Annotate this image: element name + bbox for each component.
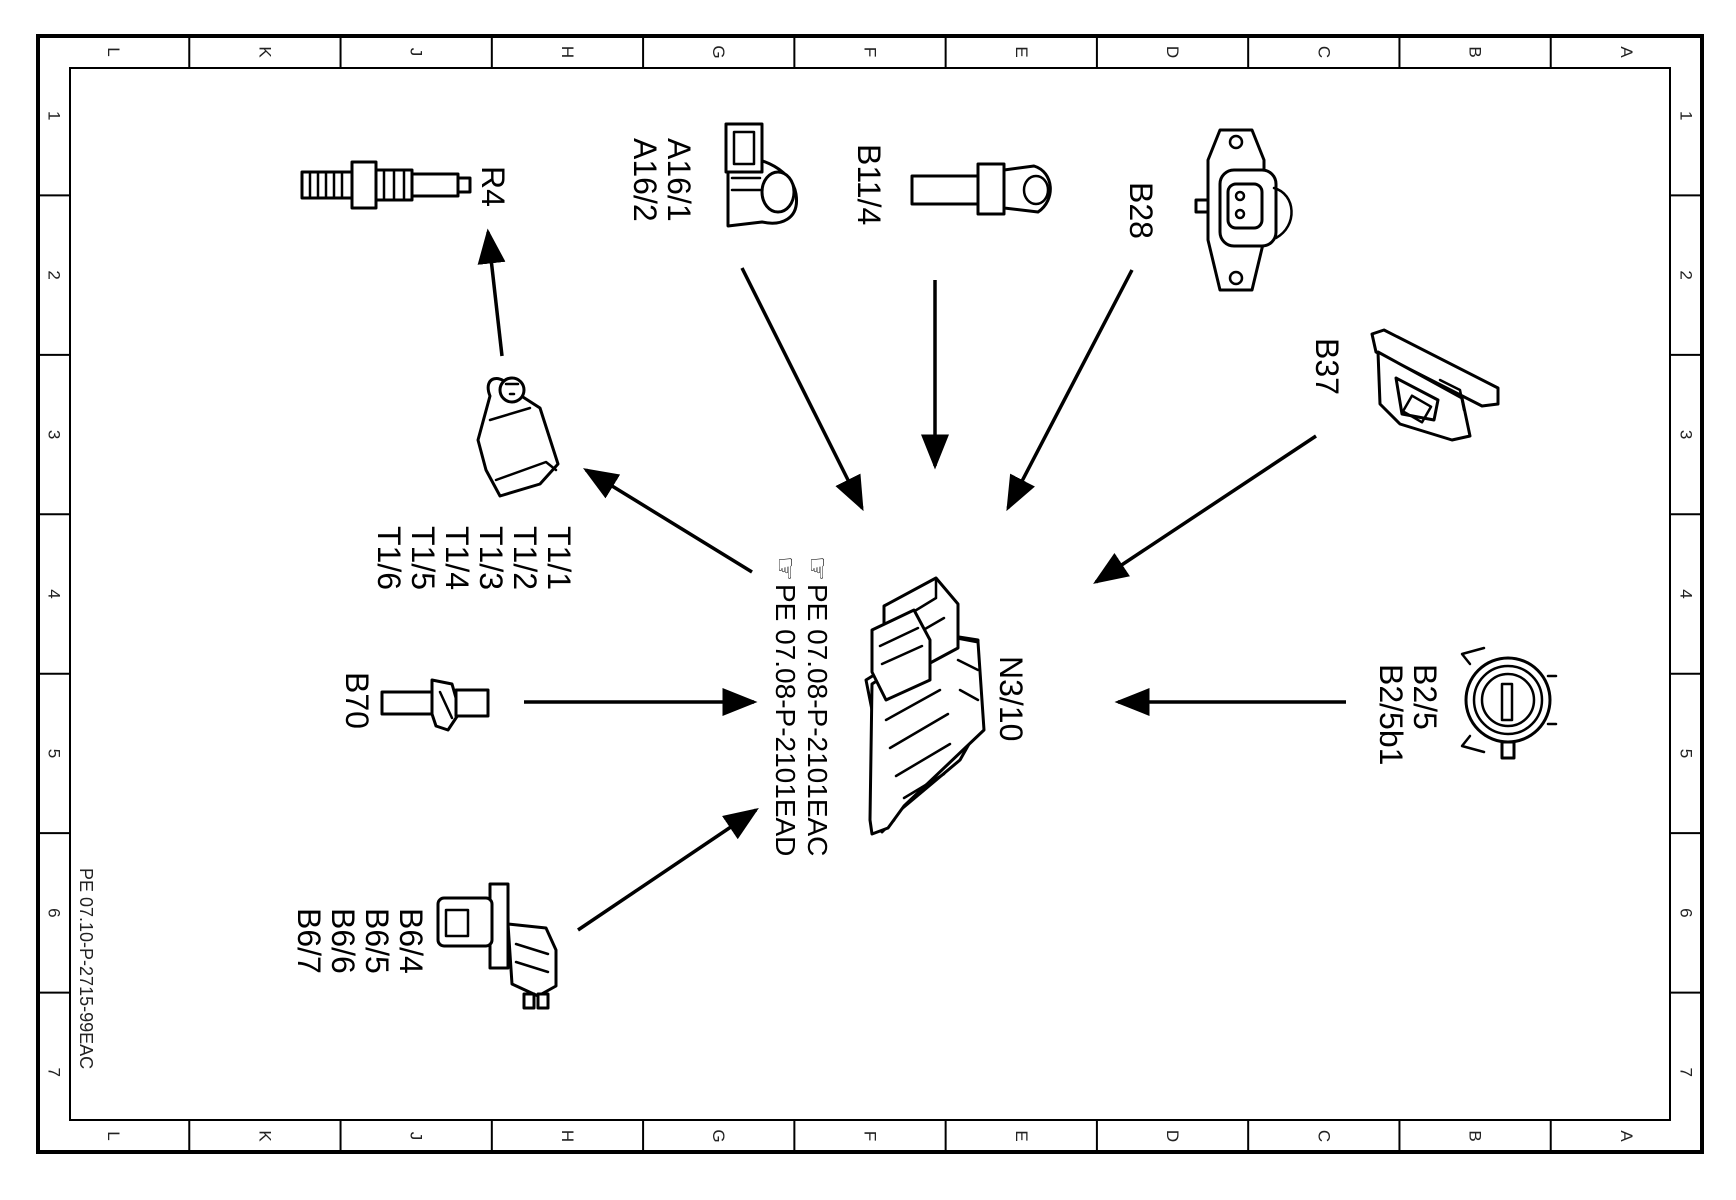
signal-arrows — [477, 228, 1346, 932]
grid-zone-label: 2 — [45, 270, 64, 279]
grid-zone-label: 7 — [45, 1068, 64, 1077]
pointing-hand-icon: ☞ — [770, 556, 801, 581]
temperature-sensor-icon — [910, 162, 1052, 216]
crankshaft-position-sensor-icon — [380, 678, 490, 732]
component-label: A16/2 — [627, 138, 663, 222]
grid-zone-label: 1 — [1677, 111, 1696, 120]
component-b2: B2/5 B2/5b1 — [1373, 646, 1558, 765]
component-label: B2/5 — [1407, 664, 1443, 730]
grid-zone-label: 3 — [1677, 430, 1696, 439]
component-b6: B6/4 B6/5 B6/6 B6/7 — [291, 882, 558, 1010]
component-label: B37 — [1309, 338, 1345, 395]
grid-zone-label: 3 — [45, 430, 64, 439]
grid-zone-label: 5 — [45, 749, 64, 758]
grid-zone-label: B — [1466, 46, 1485, 57]
component-label: B6/6 — [325, 908, 361, 974]
control-unit-label: N3/10 — [993, 656, 1029, 741]
camshaft-hall-sensor-icon — [436, 882, 558, 1010]
component-label: B28 — [1123, 182, 1159, 239]
grid-zone-label: L — [104, 47, 123, 56]
component-label: B6/7 — [291, 908, 327, 974]
pressure-sensor-icon — [1194, 128, 1293, 292]
drawing-frame — [36, 34, 1704, 1154]
component-r4: R4 — [300, 160, 511, 210]
reference-link[interactable]: PE 07.08-P-2101EAD — [770, 584, 801, 856]
component-label: B70 — [339, 672, 375, 729]
grid-zone-label: H — [558, 46, 577, 58]
component-label: B6/5 — [359, 908, 395, 974]
grid-zone-label: 4 — [45, 589, 64, 598]
arrow-from-b28 — [1006, 269, 1134, 512]
component-t1: T1/1 T1/2 T1/3 T1/4 T1/5 T1/6 — [371, 376, 577, 590]
grid-zone-label: L — [104, 1131, 123, 1140]
component-b37: B37 — [1309, 328, 1500, 442]
grid-zone-label: 2 — [1677, 270, 1696, 279]
grid-zone-label: J — [407, 1132, 426, 1141]
component-b28: B28 — [1123, 128, 1293, 292]
grid-zone-label: D — [1163, 46, 1182, 58]
grid-zone-label: H — [558, 1130, 577, 1142]
grid-zone-label: C — [1314, 46, 1333, 58]
component-label: T1/6 — [371, 526, 407, 590]
column-dividers — [188, 36, 1552, 1152]
grid-zone-label: A — [1617, 1130, 1636, 1142]
grid-zone-label: 6 — [1677, 908, 1696, 917]
arrow-from-b6 — [577, 808, 759, 932]
grid-zone-label: G — [709, 45, 728, 58]
grid-zone-label: A — [1617, 46, 1636, 58]
grid-zone-label: E — [1012, 46, 1031, 57]
grid-zone-label: K — [255, 1130, 274, 1142]
arrow-from-b37 — [1093, 434, 1317, 584]
grid-zone-label: F — [861, 47, 880, 57]
control-unit-n3-10: N3/10 ☞ PE 07.08-P-2101EAC ☞ PE 07.08-P-… — [770, 556, 1029, 856]
component-label: B2/5b1 — [1373, 664, 1409, 765]
component-label: T1/4 — [439, 526, 475, 590]
hot-film-mass-air-flow-sensor-icon — [1460, 646, 1558, 760]
grid-zone-label: 6 — [45, 908, 64, 917]
grid-zone-label: B — [1466, 1130, 1485, 1141]
row-dividers — [38, 194, 1702, 994]
grid-zone-label: E — [1012, 1130, 1031, 1141]
grid-zone-label: G — [709, 1129, 728, 1142]
component-label: T1/1 — [541, 526, 577, 590]
component-label: B11/4 — [851, 144, 887, 225]
component-label: T1/3 — [473, 526, 509, 590]
grid-zone-label: F — [861, 1131, 880, 1141]
accelerator-pedal-sensor-icon — [1370, 328, 1500, 442]
grid-zone-label: 5 — [1677, 749, 1696, 758]
grid-zone-label: J — [407, 48, 426, 57]
grid-zone-label: D — [1163, 1130, 1182, 1142]
component-label: R4 — [475, 166, 511, 207]
arrow-from-a16 — [740, 267, 864, 512]
grid-reference-labels: L L K K J J H H G G F F E E D D C C B B A A 1 1 2 2 3 3 4 4 5 5 6 6 7 7 — [45, 45, 1696, 1142]
arrow-to-t1 — [583, 468, 753, 574]
grid-zone-label: 7 — [1677, 1068, 1696, 1077]
pointing-hand-icon: ☞ — [802, 556, 833, 581]
reference-list: ☞ PE 07.08-P-2101EAC ☞ PE 07.08-P-2101EA… — [770, 556, 833, 856]
grid-zone-label: 1 — [45, 111, 64, 120]
spark-plug-icon — [300, 160, 472, 210]
component-b11-4: B11/4 — [851, 144, 1052, 225]
reference-link[interactable]: PE 07.08-P-2101EAC — [802, 584, 833, 856]
arrow-to-r4 — [477, 228, 506, 357]
grid-zone-label: 4 — [1677, 589, 1696, 598]
component-label: T1/2 — [507, 526, 543, 590]
component-label: A16/1 — [661, 138, 697, 222]
component-label: T1/5 — [405, 526, 441, 590]
ignition-coil-icon — [476, 376, 560, 498]
knock-sensor-icon — [724, 122, 798, 228]
ecu-icon — [864, 576, 986, 836]
document-number: PE 07.10-P-2715-99EAC — [76, 868, 96, 1069]
component-a16: A16/1 A16/2 — [627, 122, 798, 228]
component-b70: B70 — [339, 672, 490, 732]
component-label: B6/4 — [393, 908, 429, 974]
grid-zone-label: C — [1314, 1130, 1333, 1142]
grid-zone-label: K — [255, 46, 274, 58]
